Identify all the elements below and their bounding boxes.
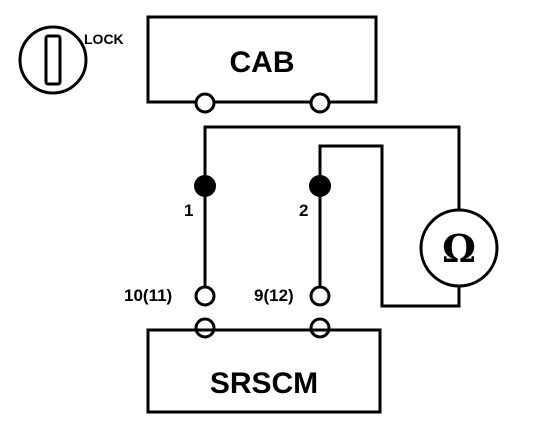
- cab-pin-left: [194, 92, 216, 114]
- terminal-2: [309, 175, 331, 197]
- pin-right-label: 9(12): [254, 286, 294, 305]
- wire-right: [318, 144, 461, 308]
- terminal-1-label: 1: [184, 201, 193, 220]
- pin-left-label: 10(11): [124, 286, 172, 305]
- wire-left: [203, 125, 461, 210]
- probe-pin-right: [309, 285, 331, 307]
- ohmmeter-icon: [419, 208, 499, 288]
- lock-label: LOCK: [84, 31, 124, 47]
- srscm-box: [146, 328, 382, 414]
- srscm-pin-left: [194, 317, 216, 339]
- cab-box: [146, 15, 378, 104]
- wiring: [203, 125, 461, 308]
- probe-pin-left: [194, 285, 216, 307]
- srscm-label: SRSCM: [210, 367, 318, 400]
- ohmmeter-symbol: Ω: [442, 226, 476, 271]
- terminal-1: [194, 175, 216, 197]
- srscm-pin-right: [309, 317, 331, 339]
- cab-pin-right: [309, 92, 331, 114]
- terminal-2-label: 2: [299, 201, 308, 220]
- cab-label: CAB: [230, 46, 295, 79]
- ignition-key-icon: [18, 25, 88, 95]
